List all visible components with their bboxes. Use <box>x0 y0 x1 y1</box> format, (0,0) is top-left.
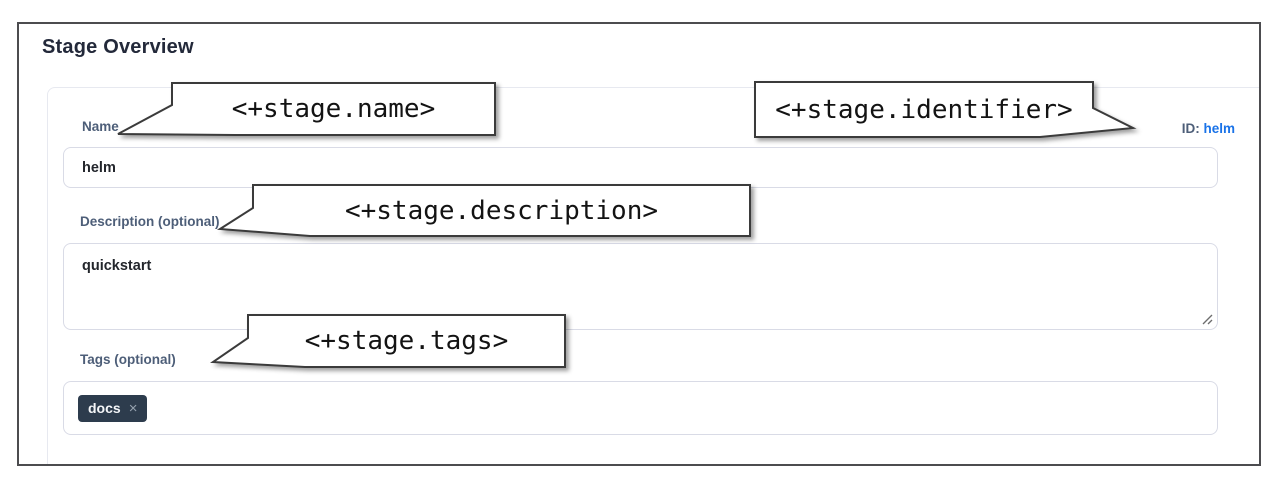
stage-overview-panel: Stage Overview Name ID: helm Description… <box>17 22 1261 466</box>
id-value: helm <box>1203 121 1235 136</box>
tag-remove-icon[interactable]: × <box>128 399 138 417</box>
name-field-label: Name <box>82 119 119 134</box>
panel-title: Stage Overview <box>42 36 194 58</box>
description-textarea[interactable]: quickstart <box>63 243 1218 330</box>
tags-input[interactable]: docs × <box>63 381 1218 435</box>
stage-id-readout: ID: helm <box>1135 121 1235 136</box>
description-textarea-wrap: quickstart <box>63 243 1218 330</box>
tag-chip-label: docs <box>88 400 121 416</box>
tags-field-label: Tags (optional) <box>80 352 176 367</box>
description-field-label: Description (optional) <box>80 214 220 229</box>
name-input[interactable] <box>63 147 1218 188</box>
tag-chip: docs × <box>78 394 148 422</box>
resize-grip-icon[interactable] <box>1202 314 1213 325</box>
id-prefix-label: ID: <box>1181 121 1200 136</box>
